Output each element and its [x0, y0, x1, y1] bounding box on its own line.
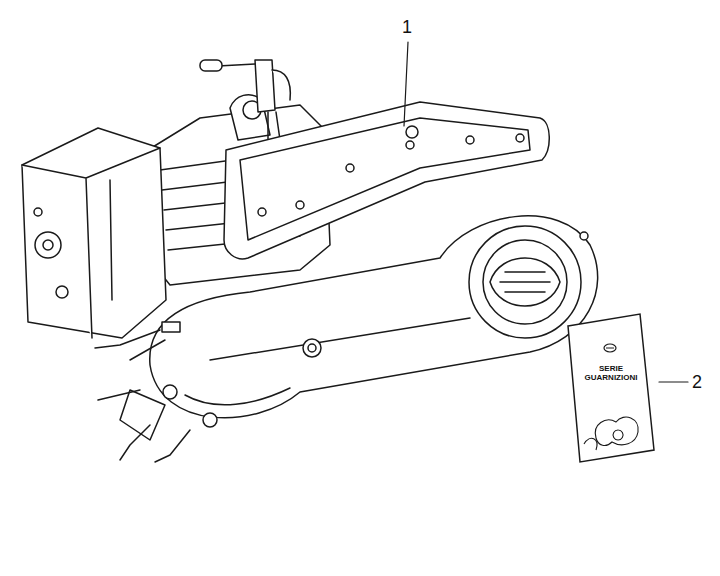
cover-plate [516, 134, 524, 142]
cables [120, 425, 150, 460]
carburettor [200, 60, 290, 140]
cover-plate [240, 118, 530, 240]
cables [95, 330, 160, 348]
carburettor [200, 60, 222, 71]
transmission-case [303, 339, 321, 357]
cover-plate [346, 164, 354, 172]
air-filter-box [34, 208, 42, 216]
transmission-case [308, 344, 316, 352]
callout-number: 2 [692, 373, 702, 391]
air-filter-box [35, 232, 61, 258]
transmission-case [163, 385, 177, 399]
cover-plate [406, 126, 418, 138]
cables [98, 390, 140, 400]
air-filter-box [43, 240, 53, 250]
air-filter-box [22, 128, 166, 338]
transmission-case [210, 318, 470, 360]
transmission-case [150, 216, 598, 418]
brand-logo [606, 348, 614, 349]
cables [155, 430, 190, 462]
gasket-sketch [584, 438, 597, 450]
callout-number: 1 [402, 18, 412, 36]
packet-outline [566, 312, 656, 464]
air-filter-box [56, 286, 68, 298]
leader-lines [404, 42, 408, 126]
leader-lines [404, 42, 688, 382]
cover-plate [406, 141, 414, 149]
carburettor [218, 64, 255, 66]
transmission-case [490, 258, 560, 306]
cables [95, 322, 190, 462]
packet-border [568, 314, 654, 462]
packet-title: SERIE GUARNIZIONI [584, 364, 638, 382]
cables [130, 340, 165, 360]
gasket-sketch [595, 417, 638, 445]
transmission-case [203, 413, 217, 427]
transmission-case [483, 240, 567, 324]
leader-lines [659, 381, 688, 382]
cover-plate [466, 136, 474, 144]
transmission-case [469, 226, 581, 338]
cover-plate [224, 102, 549, 259]
brand-logo [604, 344, 616, 352]
cover-plate [258, 208, 266, 216]
cover-plate [224, 102, 549, 259]
transmission-case [120, 216, 598, 440]
cables [162, 322, 180, 332]
carburettor [255, 60, 275, 112]
air-filter-box [110, 180, 112, 300]
carburettor [272, 70, 290, 100]
air-filter-box [22, 148, 160, 338]
transmission-case [580, 232, 588, 240]
air-filter-box [22, 128, 166, 338]
carburettor [268, 112, 280, 140]
gasket-set-packet: SERIE GUARNIZIONI [566, 312, 656, 464]
transmission-case [185, 388, 290, 405]
cover-plate [296, 201, 304, 209]
transmission-case [500, 272, 550, 292]
